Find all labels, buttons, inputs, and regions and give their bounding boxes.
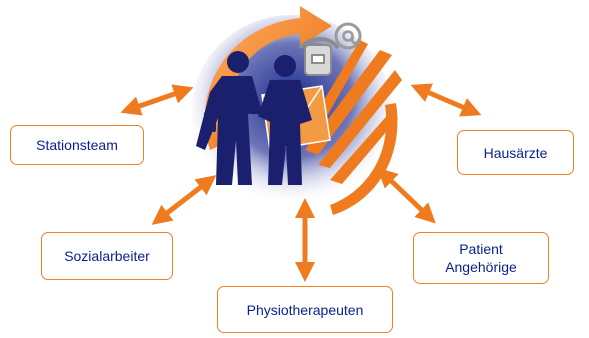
arrow-to-sozialarbeiter — [151, 175, 217, 225]
connector-arrows — [120, 83, 482, 282]
node-stationsteam: Stationsteam — [10, 125, 144, 165]
node-label-angehoerige: Angehörige — [445, 259, 517, 275]
node-label-patient: Patient — [459, 241, 503, 257]
arrow-to-hausaerzte — [410, 83, 482, 117]
at-sign-icon — [334, 22, 362, 50]
node-label-sozialarbeiter: Sozialarbeiter — [64, 248, 150, 264]
handshake-icon — [196, 51, 312, 185]
arrow-to-patient — [377, 167, 436, 224]
node-hausaerzte: Hausärzte — [457, 130, 574, 175]
node-sozialarbeiter: Sozialarbeiter — [41, 232, 173, 280]
node-patient-angehoerige: Patient Angehörige — [413, 232, 549, 284]
node-label-stationsteam: Stationsteam — [36, 137, 118, 153]
circular-arrow-icon — [204, 6, 332, 150]
node-label-physiotherapeuten: Physiotherapeuten — [246, 301, 364, 318]
node-label-hausaerzte: Hausärzte — [483, 144, 548, 161]
telephone-icon — [298, 37, 340, 76]
node-physiotherapeuten: Physiotherapeuten — [217, 286, 393, 333]
arrow-to-stationsteam — [120, 84, 194, 116]
central-illustration — [192, 6, 402, 215]
